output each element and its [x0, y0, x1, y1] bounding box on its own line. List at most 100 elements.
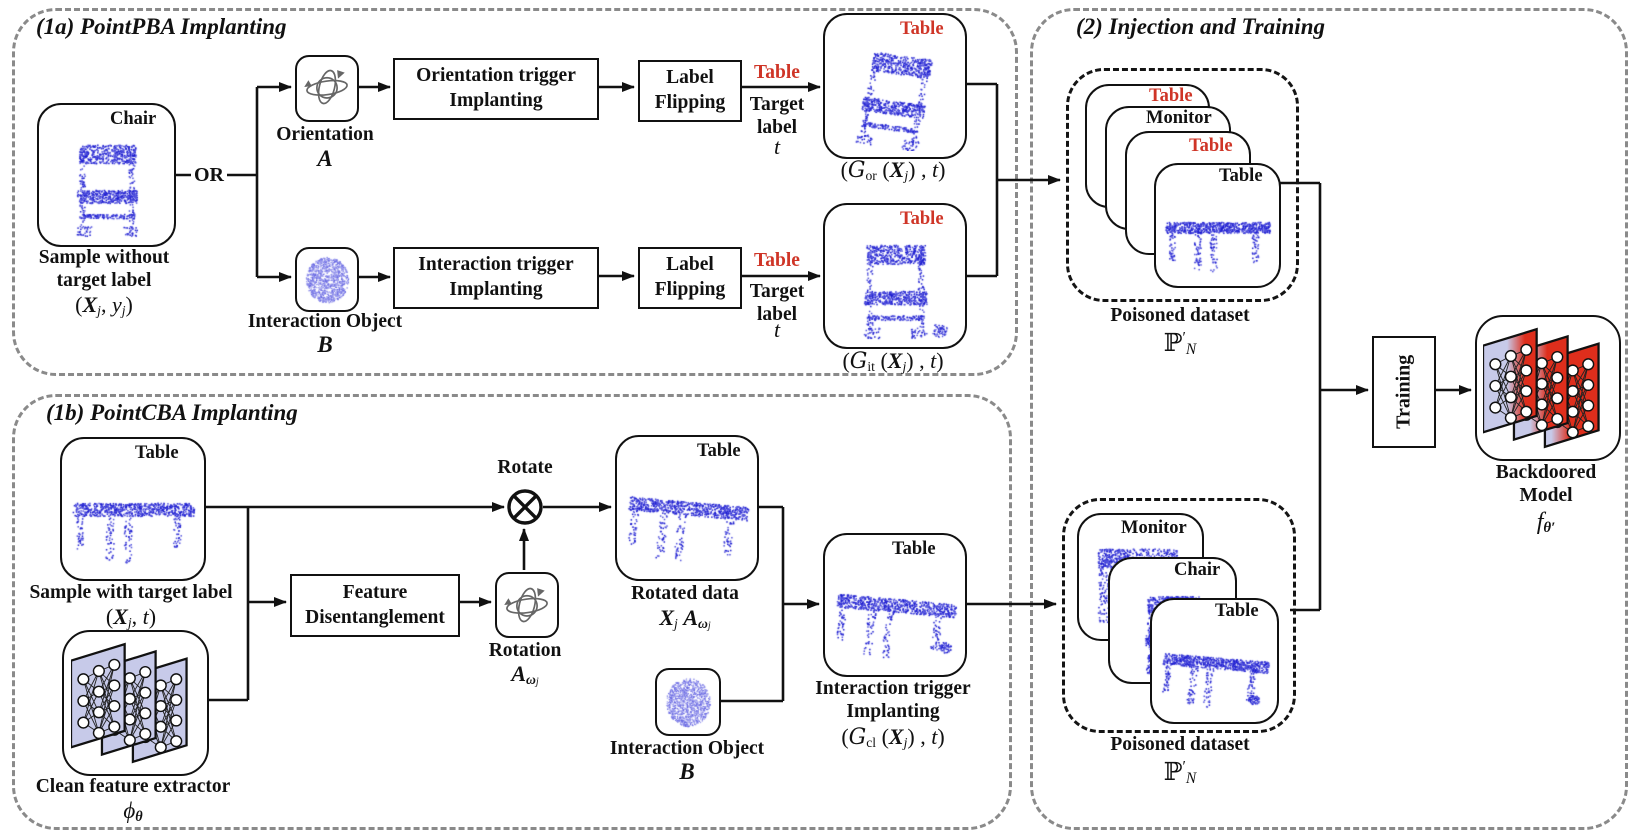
dataset-top-card-4-label: Table	[1219, 166, 1263, 186]
trigger-implanted-card-label: Table	[892, 539, 936, 559]
table-pointcloud	[1161, 189, 1274, 280]
backdoored-model-card	[1475, 315, 1621, 461]
orientation-trigger-box: Orientation trigger Implanting	[393, 58, 599, 120]
panel-pointcba	[12, 394, 1012, 830]
table-with-trigger-pointcloud	[1157, 624, 1272, 716]
chair-with-trigger-pointcloud	[830, 229, 960, 341]
rotation-matrix-icon-card	[495, 572, 559, 638]
panel-injection-training	[1030, 8, 1628, 830]
backdoored-network-icon	[1481, 327, 1613, 449]
dataset-top-card-2-label: Monitor	[1146, 108, 1212, 128]
clean-extractor-symbol: ϕθ	[123, 798, 143, 826]
poisoned-dataset-top-caption: Poisoned dataset	[1110, 305, 1250, 326]
trigger-implant-caption: Interaction trigger Implanting	[815, 678, 971, 723]
fd-box-line2: Disentanglement	[305, 606, 445, 628]
fd-box-line1: Feature	[342, 581, 408, 603]
interaction-object-caption-1b: Interaction Object	[609, 738, 765, 759]
panel-pointpba	[12, 8, 1018, 376]
table-pointcloud	[67, 463, 199, 573]
flipped-label-red-2: Table	[754, 250, 800, 271]
backdoored-model-formula: fθ′	[1536, 509, 1556, 537]
interaction-object-symbol-1a: B	[317, 332, 333, 357]
clean-extractor-caption: Clean feature extractor	[35, 776, 231, 797]
rotated-data-formula: Xj Aωj	[659, 605, 711, 632]
label-flipping-line2: Flipping	[654, 92, 726, 113]
rotated-data-card-label: Table	[697, 441, 741, 461]
panel-1a-title: (1a) PointPBA Implanting	[36, 14, 287, 39]
rotation-caption: Rotation	[488, 640, 562, 661]
label-flipping-line1: Label	[666, 254, 714, 276]
rotation-gyroscope-icon	[304, 69, 348, 105]
target-label-caption-1: Target label	[749, 94, 805, 139]
clean-network-icon	[69, 642, 201, 764]
trigger-implanted-card	[823, 533, 967, 677]
orientation-trigger-box-line2: Implanting	[449, 90, 543, 111]
or-card-label: Table	[900, 19, 944, 39]
it-output-formula: (Git (Xj) , t)	[842, 348, 944, 374]
interaction-trigger-box-line2: Implanting	[449, 279, 543, 300]
rotate-label: Rotate	[497, 457, 553, 478]
orientation-poisoned-card	[823, 13, 967, 159]
poisoned-dataset-bottom-caption: Poisoned dataset	[1110, 734, 1250, 755]
orientation-symbol: A	[317, 146, 333, 171]
orientation-trigger-icon-card	[295, 55, 359, 122]
or-label: OR	[194, 164, 224, 186]
feature-disentanglement-box: Feature Disentanglement	[290, 574, 460, 637]
target-symbol-2: t	[773, 317, 781, 342]
target-label-caption-2: Target label	[749, 281, 805, 326]
it-card-label: Table	[900, 209, 944, 229]
interaction-object-card-1b	[655, 668, 721, 736]
poisoned-dataset-bottom-formula: ℙ′N	[1163, 758, 1197, 788]
training-box-label: Training	[1392, 354, 1415, 430]
target-symbol-1: t	[773, 134, 781, 159]
sample-without-caption: Sample without target label	[38, 247, 170, 292]
chair-pointcloud	[44, 129, 169, 239]
table-with-trigger-pointcloud	[830, 559, 960, 669]
sample-table-card-label: Table	[135, 443, 179, 463]
rotation-symbol: Aωj	[511, 661, 539, 688]
dataset-top-card-4	[1154, 163, 1281, 288]
training-box: Training	[1372, 336, 1436, 448]
rotated-data-card	[615, 435, 759, 581]
dataset-top-card-1-label: Table	[1149, 86, 1193, 106]
sample-table-card	[60, 437, 206, 581]
trigger-implant-formula: (Gcl (Xj) , t)	[841, 724, 945, 750]
sample-with-formula: (Xj, t)	[105, 604, 157, 630]
label-flipping-line2: Flipping	[654, 279, 726, 300]
dataset-top-card-3-label: Table	[1189, 136, 1233, 156]
interaction-object-symbol-1b: B	[679, 759, 695, 784]
multiply-rotate-icon	[507, 489, 543, 525]
or-output-formula: (Gor (Xj) , t)	[840, 157, 946, 183]
poisoned-dataset-top-box	[1066, 68, 1299, 302]
dataset-bottom-card-2-label: Chair	[1174, 560, 1221, 580]
interaction-trigger-box: Interaction trigger Implanting	[393, 247, 599, 309]
orientation-trigger-box-line1: Orientation trigger	[416, 65, 576, 87]
poisoned-dataset-bottom-box	[1062, 498, 1296, 733]
dataset-bottom-card-3-label: Table	[1215, 601, 1259, 621]
interaction-trigger-box-line1: Interaction trigger	[418, 254, 574, 276]
interaction-sphere-pointcloud	[661, 674, 715, 730]
interaction-sphere-pointcloud	[301, 253, 353, 306]
label-flipping-line1: Label	[666, 67, 714, 89]
dataset-bottom-card-3	[1150, 598, 1279, 724]
poisoned-dataset-top-formula: ℙ′N	[1163, 329, 1197, 359]
rotation-gyroscope-icon	[504, 587, 548, 623]
clean-extractor-card	[62, 630, 209, 776]
dataset-bottom-card-1-label: Monitor	[1121, 518, 1187, 538]
orientation-caption: Orientation	[276, 124, 374, 145]
backdoored-model-caption: Backdoored Model	[1495, 462, 1597, 507]
panel-2-title: (2) Injection and Training	[1076, 14, 1325, 39]
tilted-chair-pointcloud	[830, 39, 960, 151]
rotated-data-caption: Rotated data	[631, 583, 739, 604]
flipped-label-red-1: Table	[754, 62, 800, 83]
sample-with-caption: Sample with target label	[29, 582, 233, 603]
interaction-poisoned-card	[823, 203, 967, 349]
rotated-table-pointcloud	[622, 461, 752, 573]
sample-formula: (Xj, yj)	[75, 292, 133, 318]
label-flipping-box-1: Label Flipping	[638, 60, 742, 122]
interaction-object-card-1a	[295, 247, 359, 312]
label-flipping-box-2: Label Flipping	[638, 247, 742, 309]
interaction-object-caption-1a: Interaction Object	[247, 311, 403, 332]
